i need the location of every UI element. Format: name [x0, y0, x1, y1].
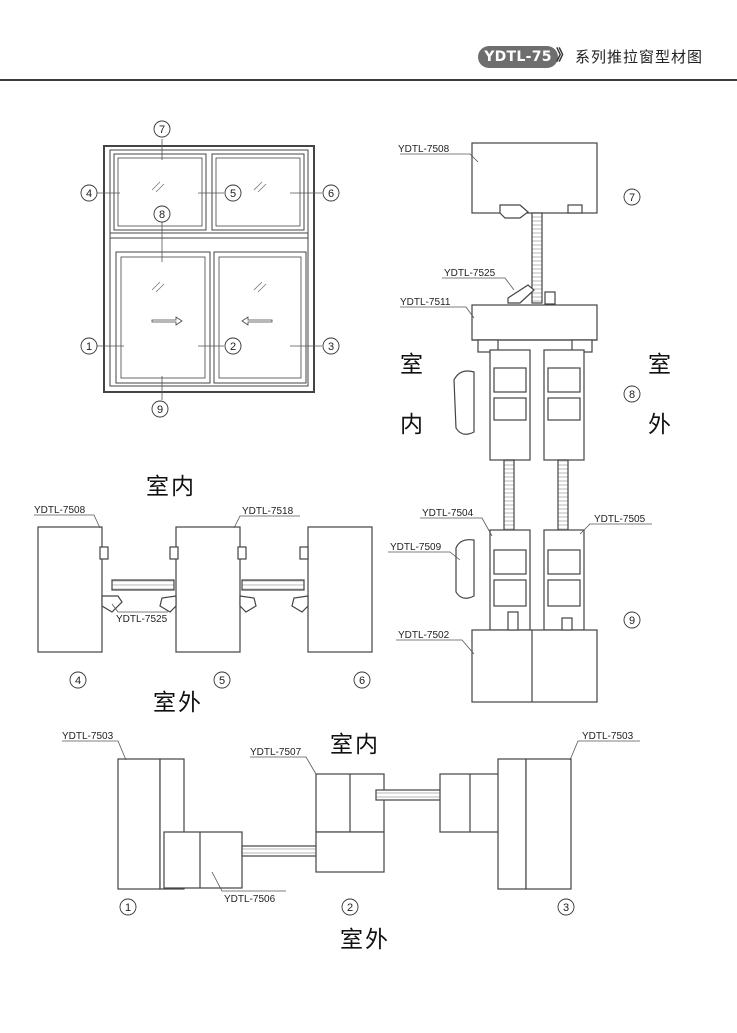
label-ydtl-7525-right: YDTL-7525 [444, 268, 496, 279]
label-ydtl-7503-right: YDTL-7503 [582, 731, 634, 742]
callout-5-text: 5 [230, 188, 236, 200]
callout-2-section-text: 2 [347, 902, 353, 914]
callout-9-text: 9 [157, 404, 163, 416]
window-elevation [94, 139, 322, 400]
callout-6-text: 6 [328, 188, 334, 200]
section-top-lights [34, 514, 373, 653]
label-ydtl-7504: YDTL-7504 [422, 508, 474, 519]
label-outdoor-top: 室外 [153, 690, 203, 716]
label-ydtl-7511: YDTL-7511 [400, 297, 451, 308]
callout-2 [224, 337, 242, 355]
callout-5 [224, 184, 242, 202]
label-ydtl-7525-mid: YDTL-7525 [116, 614, 168, 625]
callout-8 [153, 205, 171, 223]
callout-7-text: 7 [159, 124, 165, 136]
callout-2-text: 2 [230, 341, 236, 353]
label-ydtl-7509: YDTL-7509 [390, 542, 442, 553]
callout-4-section [69, 671, 87, 689]
label-ydtl-7507: YDTL-7507 [250, 747, 302, 758]
callout-3-section [557, 898, 575, 916]
callout-3-text: 3 [328, 341, 334, 353]
callout-5-section [213, 671, 231, 689]
callout-8-right [623, 385, 641, 403]
callout-1-section [119, 898, 137, 916]
callout-1-section-text: 1 [125, 902, 131, 914]
label-ydtl-7506: YDTL-7506 [224, 894, 276, 905]
callout-3-section-text: 3 [563, 902, 569, 914]
callout-9-right-text: 9 [629, 615, 635, 627]
callout-6 [322, 184, 340, 202]
callout-7-right [623, 188, 641, 206]
label-indoor-bottom: 室内 [330, 732, 380, 758]
callout-3 [322, 337, 340, 355]
callout-7 [153, 120, 171, 138]
section-sashes [62, 740, 640, 892]
page-title: 系列推拉窗型材图 [575, 48, 704, 66]
callout-5-section-text: 5 [219, 675, 225, 687]
series-badge: YDTL-75 [478, 46, 558, 68]
label-shi-outdoor: 室 [648, 352, 673, 378]
label-ydtl-7508-right: YDTL-7508 [398, 144, 450, 155]
callout-6-section-text: 6 [359, 675, 365, 687]
vertical-section [388, 142, 652, 703]
header-divider [0, 79, 737, 81]
callout-4 [80, 184, 98, 202]
callout-9 [151, 400, 169, 418]
callout-1-text: 1 [86, 341, 92, 353]
callout-8-text: 8 [159, 209, 165, 221]
label-ydtl-7502: YDTL-7502 [398, 630, 450, 641]
label-ydtl-7503-left: YDTL-7503 [62, 731, 114, 742]
callout-8-right-text: 8 [629, 389, 635, 401]
callout-4-text: 4 [86, 188, 92, 200]
page-header: YDTL-75 》 系列推拉窗型材图 [0, 0, 737, 80]
label-indoor-top: 室内 [146, 474, 196, 500]
callout-1 [80, 337, 98, 355]
callout-6-section [353, 671, 371, 689]
label-ydtl-7518: YDTL-7518 [242, 506, 294, 517]
chevron-icon: 》 [556, 46, 572, 64]
label-ydtl-7505: YDTL-7505 [594, 514, 646, 525]
label-nei: 内 [400, 412, 425, 438]
label-shi-indoor: 室 [400, 352, 425, 378]
callout-9-right [623, 611, 641, 629]
callout-2-section [341, 898, 359, 916]
label-ydtl-7508-mid: YDTL-7508 [34, 505, 86, 516]
label-wai: 外 [648, 412, 673, 438]
callout-4-section-text: 4 [75, 675, 81, 687]
callout-7-right-text: 7 [629, 192, 635, 204]
label-outdoor-bottom: 室外 [340, 927, 390, 953]
